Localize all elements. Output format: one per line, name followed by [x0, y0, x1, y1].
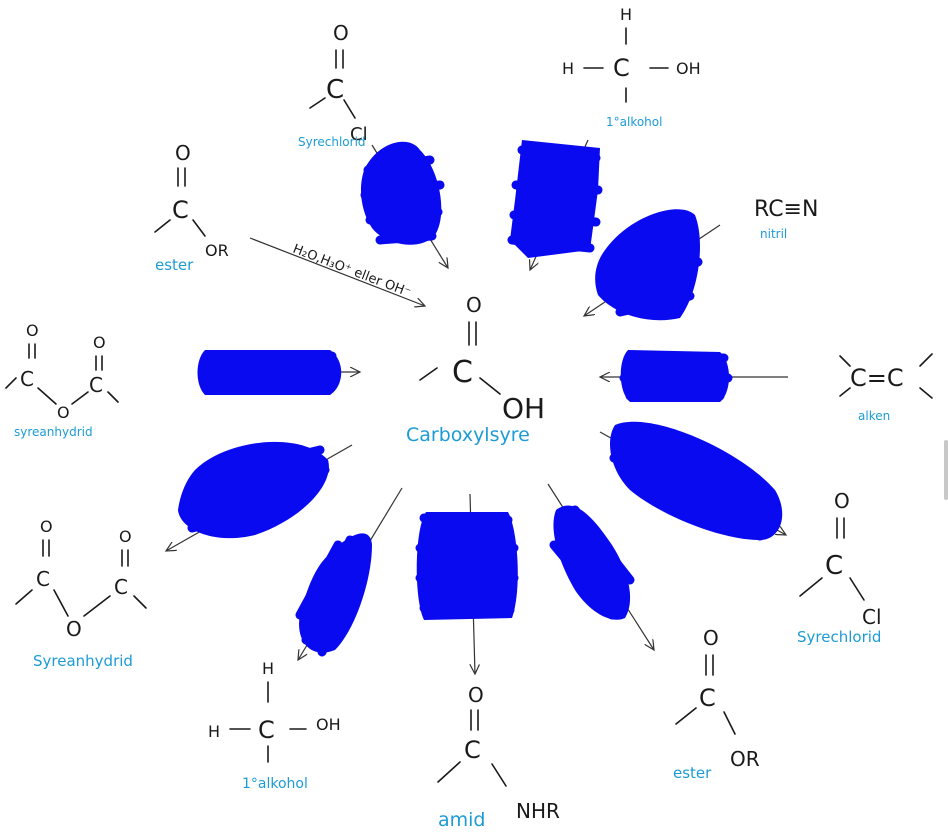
ester-bottom-label: ester: [673, 764, 712, 782]
anhydride-left-obridge: O: [57, 403, 70, 422]
scrollbar[interactable]: [944, 440, 948, 500]
alcohol-top: H H C OH 1°alkohol: [562, 5, 701, 129]
anhydride-bottom-c1: C: [36, 567, 50, 591]
anhydride-left-o1: O: [26, 321, 39, 340]
acid-chloride-right-label: Syrechlorid: [797, 628, 881, 646]
anhydride-left-c1: C: [20, 367, 34, 391]
acid-chloride-top-chlorine: Cl: [350, 124, 368, 145]
acid-chloride-top-label: Syrechlorid: [298, 135, 366, 149]
ester-top-or: OR: [205, 241, 229, 260]
anhydride-left-o2: O: [93, 333, 106, 352]
alcohol-top-h-left: H: [562, 59, 574, 78]
alcohol-top-h: H: [620, 5, 632, 24]
alcohol-bottom-h-left: H: [208, 722, 220, 741]
ester-top-label: ester: [155, 256, 194, 274]
acid-chloride-right-chlorine: Cl: [862, 605, 882, 629]
anhydride-bottom-label: Syreanhydrid: [33, 652, 133, 670]
ester-bottom-carbon: C: [699, 684, 716, 712]
acid-chloride-right-oxygen: O: [834, 489, 850, 513]
nitrile-formula: RC≡N: [754, 197, 818, 222]
alcohol-bottom-label: 1°alkohol: [242, 776, 308, 792]
ester-top: O C OR ester: [154, 141, 229, 274]
scribble-lower-left: [178, 441, 330, 539]
amide-oxygen: O: [468, 683, 484, 707]
ester-top-carbon: C: [172, 196, 189, 224]
ester-bottom: O C OR ester: [673, 626, 760, 782]
ester-bottom-oxygen: O: [703, 626, 719, 650]
scribble-lower-right: [609, 421, 783, 541]
hydrolysis-note: H₂O,H₃O⁺ eller OH⁻: [291, 242, 413, 301]
acid-chloride-right-carbon: C: [825, 551, 843, 581]
amide: O C NHR amid: [437, 683, 560, 831]
alkene-label: alken: [858, 409, 890, 423]
scribble-lower-middle: [415, 512, 519, 620]
anhydride-left-label: syreanhydrid: [14, 425, 93, 439]
center-carbon: C: [452, 355, 473, 390]
acid-chloride-right: O C Cl Syrechlorid: [797, 489, 882, 646]
alcohol-top-hydroxyl: OH: [676, 59, 701, 78]
anhydride-bottom-o2: O: [119, 527, 132, 546]
alcohol-bottom: H H C OH 1°alkohol: [208, 659, 341, 792]
anhydride-bottom-c2: C: [114, 575, 128, 599]
amide-nhr: NHR: [516, 799, 560, 823]
anhydride-left: O C O C O syreanhydrid: [5, 321, 119, 439]
scribble-left: [197, 350, 342, 395]
acid-chloride-top-carbon: C: [326, 75, 344, 105]
scribble-lower-middle-right: [549, 505, 635, 620]
scribble-upper-middle: [507, 140, 603, 258]
anhydride-bottom-o1: O: [40, 517, 53, 536]
anhydride-left-c2: C: [89, 373, 103, 397]
acid-chloride-top: O C Cl Syrechlorid: [298, 21, 368, 149]
anhydride-bottom-obridge: O: [66, 617, 82, 641]
alkene-formula: C=C: [850, 364, 904, 392]
amide-carbon: C: [464, 736, 481, 764]
carboxylic-acid-center: O C OH Carboxylsyre: [406, 293, 545, 446]
nitrile: RC≡N nitril: [754, 197, 818, 241]
scribble-right: [619, 350, 733, 402]
scribble-upper-right: [595, 209, 703, 321]
redaction-scribbles: [178, 140, 783, 657]
alcohol-bottom-h: H: [262, 659, 274, 678]
alcohol-bottom-carbon: C: [258, 716, 275, 744]
anhydride-bottom: O C O C O Syreanhydrid: [15, 517, 147, 670]
alcohol-top-label: 1°alkohol: [606, 115, 662, 129]
amide-label: amid: [438, 809, 486, 831]
hydrolysis-arrow: [249, 237, 425, 306]
alkene: C=C alken: [839, 353, 933, 423]
nitrile-label: nitril: [760, 227, 787, 241]
scribble-lower-middle-left: [295, 533, 372, 657]
ester-top-oxygen: O: [175, 141, 191, 165]
ester-bottom-or: OR: [730, 747, 760, 771]
alcohol-bottom-hydroxyl: OH: [316, 715, 341, 734]
scribble-upper-left: [360, 141, 445, 245]
center-hydroxyl: OH: [502, 392, 545, 425]
center-oxygen: O: [466, 293, 482, 317]
alcohol-top-carbon: C: [613, 54, 630, 82]
acid-chloride-top-oxygen: O: [333, 21, 349, 45]
center-label: Carboxylsyre: [406, 424, 530, 446]
